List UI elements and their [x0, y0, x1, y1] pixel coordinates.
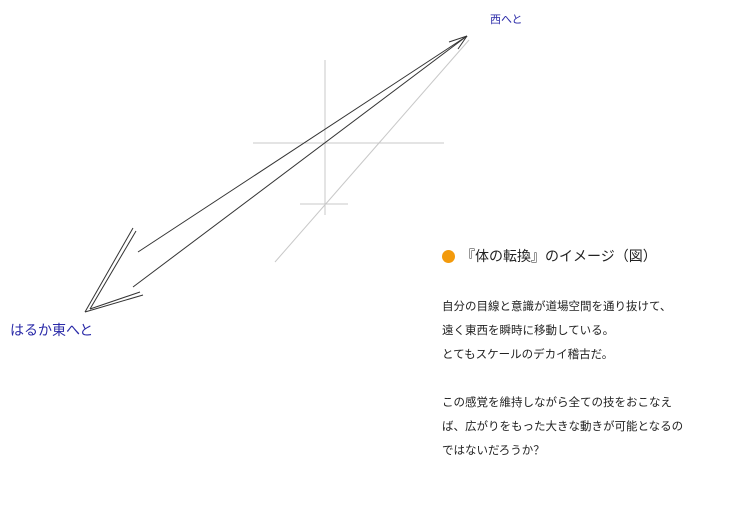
figure-heading-text: 『体の転換』のイメージ（図） — [461, 249, 657, 265]
arrowhead-west-lower — [457, 35, 468, 50]
paragraph-2-line-1: この感覚を維持しながら全ての技をおこなえ — [442, 395, 672, 409]
guide-lines — [253, 39, 470, 263]
orange-dot-icon — [442, 249, 455, 263]
arrowhead-east-bottom-outer — [84, 294, 144, 313]
paragraph-1-line-1: 自分の目線と意識が道場空間を通り抜けて、 — [442, 299, 672, 313]
paragraph-1-line-2: 遠く東西を瞬時に移動している。 — [442, 323, 615, 337]
paragraph-2-line-2: ば、広がりをもった大きな動きが可能となるの — [442, 419, 684, 433]
paragraph-1-line-3: とてもスケールのデカイ稽古だ。 — [442, 347, 614, 361]
turning-arrow — [84, 35, 468, 313]
arrowhead-east-left-inner — [89, 230, 137, 310]
figure-heading: 『体の転換』のイメージ（図） — [442, 246, 657, 266]
east-direction-label: はるか東へと — [10, 323, 94, 339]
arrow-shaft-upper — [137, 35, 468, 253]
paragraph-2-line-3: ではないだろうか？ — [442, 443, 545, 457]
guide-diagonal-line — [274, 39, 470, 263]
west-direction-label: 西へと — [490, 13, 523, 26]
arrow-shaft-lower — [132, 35, 468, 288]
description-paragraph-1: 自分の目線と意識が道場空間を通り抜けて、 遠く東西を瞬時に移動している。 とても… — [442, 294, 671, 366]
arrowhead-east-bottom-inner — [89, 291, 141, 310]
arrowhead-west-upper — [448, 35, 468, 43]
description-paragraph-2: この感覚を維持しながら全ての技をおこなえ ば、広がりをもった大きな動きが可能とな… — [442, 390, 683, 462]
arrowhead-east-left-outer — [84, 227, 134, 313]
